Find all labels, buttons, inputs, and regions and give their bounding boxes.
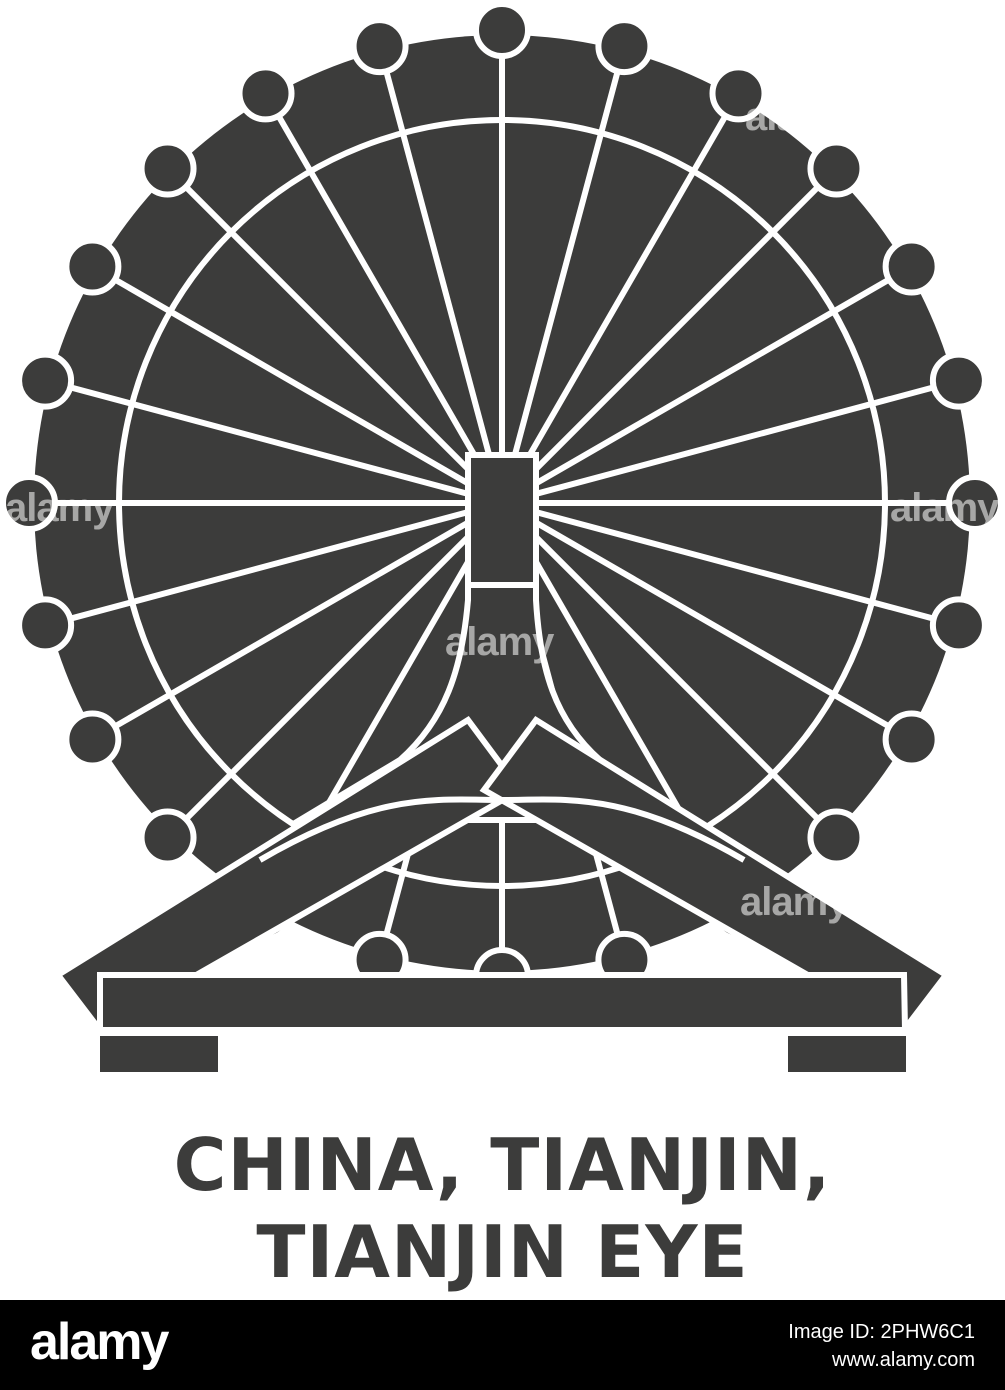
- wheel-spoke: [501, 377, 960, 506]
- gondola-capsule: [709, 64, 768, 123]
- wheel-spoke: [165, 500, 505, 840]
- gondola-capsule: [350, 17, 409, 76]
- gondola-capsule: [0, 474, 58, 532]
- gondola-capsule: [807, 139, 866, 198]
- gondola-capsule: [929, 596, 988, 655]
- support-arch: [258, 796, 746, 863]
- wheel-spoke: [499, 500, 839, 840]
- image-id: Image ID: 2PHW6C1: [788, 1321, 975, 1343]
- gondola-capsule: [595, 17, 654, 76]
- wheel-spoke: [501, 500, 960, 629]
- gondola-capsule: [63, 710, 122, 769]
- wheel-hub: [465, 452, 539, 588]
- watermark: alamy: [745, 95, 854, 139]
- gondola-capsule: [807, 808, 866, 867]
- support-leg-right: [479, 715, 951, 1034]
- watermark: alamy: [740, 880, 849, 924]
- gondola-capsule: [473, 1, 531, 59]
- wheel-spoke: [376, 45, 505, 504]
- wheel-spoke: [500, 263, 914, 506]
- gondola-capsule: [138, 808, 197, 867]
- wheel-spoke: [90, 263, 504, 506]
- gondola-capsule: [236, 64, 295, 123]
- ferris-wheel-graphic: [0, 1, 1004, 1072]
- image-meta: Image ID: 2PHW6C1 www.alamy.com: [788, 1318, 975, 1374]
- gondola-capsule: [882, 237, 941, 296]
- wheel-spoke: [90, 500, 504, 743]
- wheel-spoke: [499, 166, 839, 506]
- landmark-caption-line-1: CHINA, TIANJIN,: [173, 1123, 832, 1207]
- gondola-capsule: [946, 474, 1004, 532]
- wheel-spoke: [44, 500, 503, 629]
- gondola-capsule: [138, 139, 197, 198]
- landmark-caption-line-2: TIANJIN EYE: [256, 1210, 749, 1294]
- base-foot-right: [788, 1036, 906, 1072]
- gondola-capsule: [63, 237, 122, 296]
- gondola-capsule: [16, 351, 75, 410]
- wheel-spoke: [44, 377, 503, 506]
- wheel-spoke: [499, 45, 628, 504]
- wheel-spoke: [165, 166, 505, 506]
- base-platform: [97, 972, 909, 1033]
- alamy-logo: alamy: [30, 1313, 169, 1371]
- gondola-capsule: [882, 710, 941, 769]
- wheel-spoke: [262, 91, 505, 505]
- gondola-capsule: [929, 351, 988, 410]
- watermark: alamy: [5, 486, 114, 530]
- wheel-spoke: [500, 500, 914, 743]
- watermark: alamy: [890, 486, 999, 530]
- gondola-capsule: [16, 596, 75, 655]
- watermark: alamy: [445, 620, 554, 664]
- base-foot-left: [100, 1036, 218, 1072]
- stock-footer-bar: alamy Image ID: 2PHW6C1 www.alamy.com: [0, 1300, 1005, 1390]
- ferris-wheel-icon: [0, 1, 1004, 1072]
- site-url: www.alamy.com: [832, 1349, 975, 1371]
- wheel-spoke: [499, 91, 742, 505]
